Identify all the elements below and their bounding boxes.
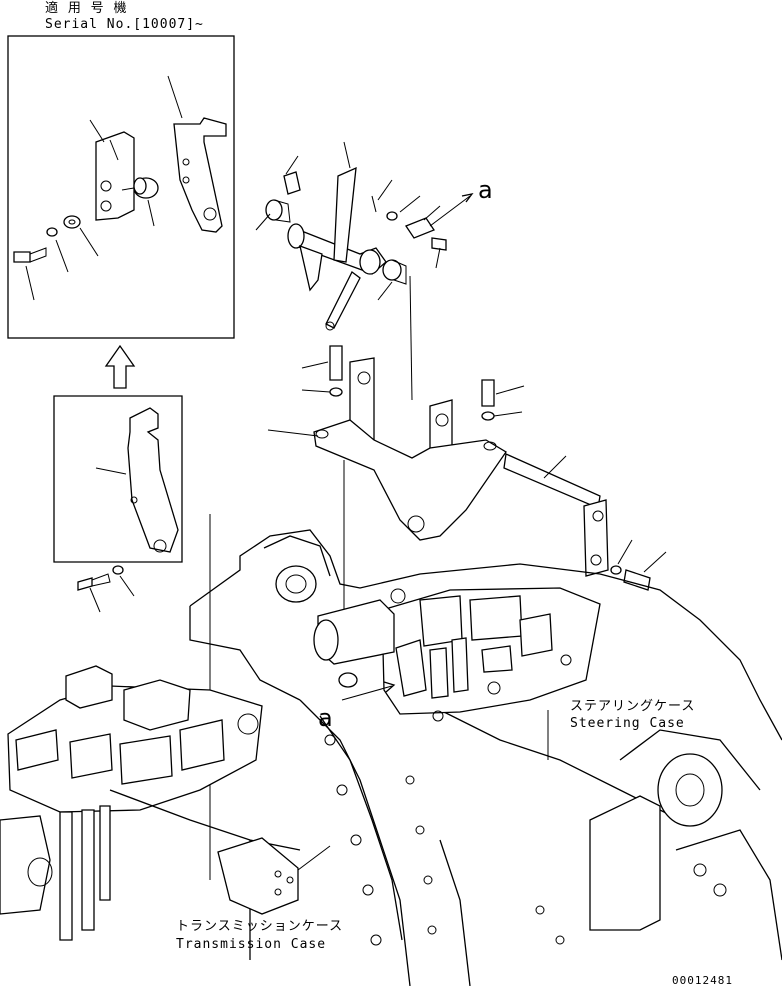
applicable-machine-label-jp: 適 用 号 機 — [45, 1, 128, 16]
up-arrow-icon — [104, 344, 136, 389]
reference-a-center: a — [318, 704, 333, 732]
transmission-case-label-jp: トランスミッションケース — [176, 919, 344, 934]
bracket-detail-box — [53, 395, 183, 613]
steering-case-label-en: Steering Case — [570, 716, 685, 731]
transmission-housing — [0, 529, 782, 986]
inset-detail-box — [7, 35, 235, 339]
reference-a-top: a — [478, 176, 493, 204]
serial-number-label: Serial No.[10007]~ — [45, 17, 204, 32]
mounting-bracket — [209, 275, 667, 880]
transmission-case-label-en: Transmission Case — [176, 937, 327, 952]
lever-shaft-assembly — [255, 141, 474, 331]
steering-case-label-jp: ステアリングケース — [570, 699, 696, 714]
drawing-number: 00012481 — [672, 974, 733, 987]
